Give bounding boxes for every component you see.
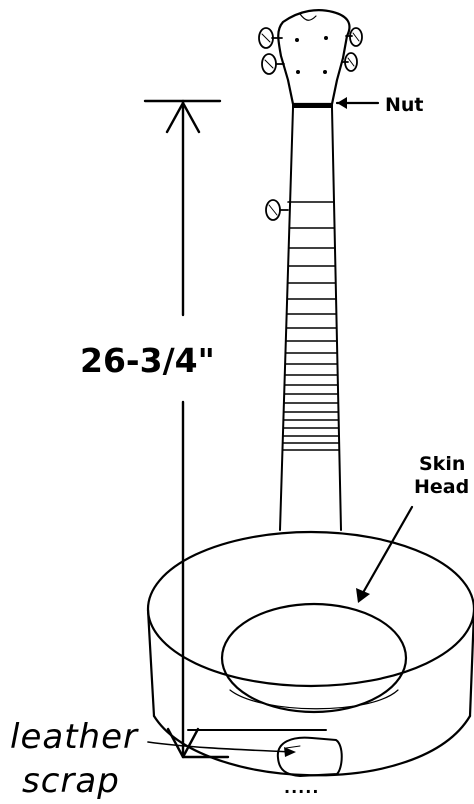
measurement-label: 26-3/4" [80, 341, 215, 380]
peg-hole [323, 70, 327, 74]
leather-label-line1: leather [10, 717, 139, 757]
tuning-peg-lower-left [261, 53, 285, 75]
tuning-pegs [258, 27, 363, 75]
headstock [277, 9, 351, 106]
peg-hole [296, 70, 300, 74]
skin-head [220, 602, 408, 714]
tack-dots: ..... [284, 778, 319, 797]
peg-hole [295, 38, 299, 42]
tuning-peg-upper-right [345, 27, 363, 47]
leather-label-line2: scrap [22, 761, 120, 801]
fret-markings [282, 227, 340, 451]
scale-length-dimension [143, 99, 327, 759]
fifth-string-peg [265, 199, 289, 221]
nut [292, 103, 333, 108]
neck [279, 107, 342, 531]
nut-label: Nut [385, 94, 424, 116]
skin-head-label-line2: Head [414, 476, 469, 498]
leather-scrap-pointer [147, 741, 296, 757]
skin-head-label-line1: Skin [419, 453, 465, 475]
nut-pointer [335, 97, 380, 109]
tuning-peg-upper-left [258, 27, 283, 49]
peg-hole [324, 36, 328, 40]
leather-scrap [276, 736, 343, 777]
skin-head-pointer [356, 505, 414, 603]
tuning-peg-lower-right [341, 52, 358, 72]
